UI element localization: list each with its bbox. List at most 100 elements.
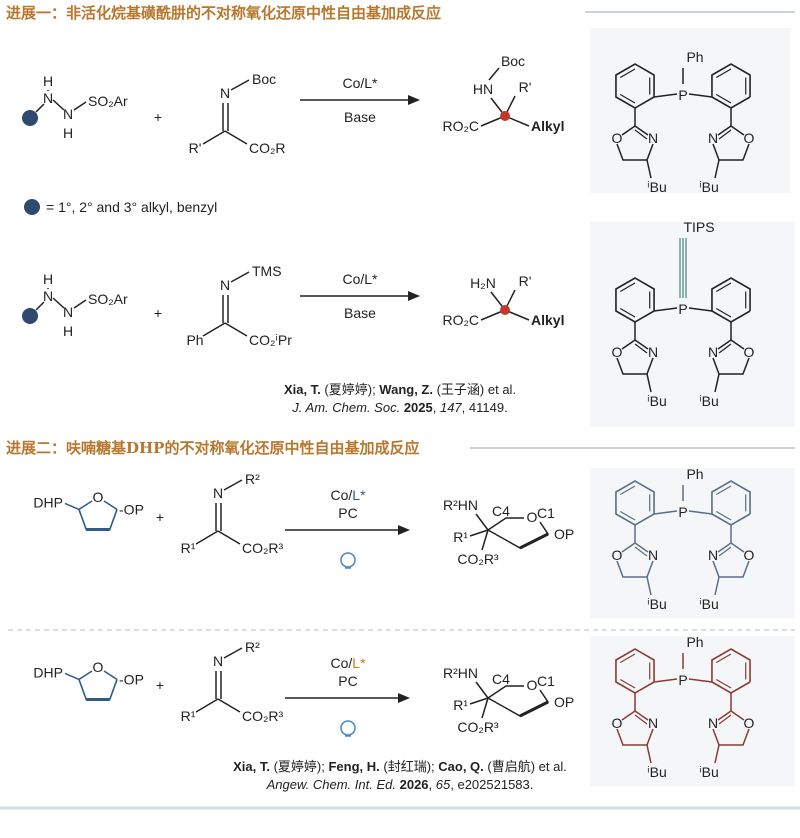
isobutyl-label: ⁱBu	[647, 393, 667, 409]
bond	[616, 728, 654, 746]
ibu-bond	[714, 159, 720, 179]
phosphorus-label: P	[678, 87, 687, 103]
bond	[621, 710, 636, 721]
imine-left-substituent: Ph	[186, 332, 203, 348]
product-alkyl-label: Alkyl	[531, 118, 564, 134]
author-chinese-name: (夏婷婷);	[321, 382, 380, 397]
hydrogen-label: H	[63, 125, 73, 141]
imine-left-substituent: R¹	[181, 540, 196, 556]
bond	[688, 307, 713, 312]
bond	[223, 479, 243, 491]
imine-n-substituent: Boc	[252, 71, 276, 87]
furanose-ring	[487, 689, 550, 717]
ibu-bond	[646, 576, 652, 596]
hydrogen-label: H	[43, 73, 53, 89]
bond	[73, 101, 87, 111]
imine-n-substituent: R²	[245, 639, 260, 655]
bond	[202, 322, 226, 337]
bond	[717, 125, 732, 136]
imine-n-substituent: TMS	[252, 263, 282, 279]
bond	[730, 339, 745, 350]
bond	[195, 530, 219, 545]
ligand-label: L*	[352, 655, 366, 671]
alkyl-legend: = 1°, 2° and 3° alkyl, benzyl	[46, 199, 217, 215]
bond	[202, 130, 226, 145]
bond	[718, 546, 732, 557]
arrow-head-icon	[398, 525, 410, 535]
bond	[78, 500, 93, 511]
bond	[621, 339, 636, 350]
bond	[712, 560, 750, 578]
bond	[52, 99, 65, 111]
hydrogen-label: H	[43, 271, 53, 287]
bond	[195, 698, 219, 713]
tips-label: TIPS	[683, 219, 714, 235]
aromatic-bond	[619, 485, 636, 496]
oxazoline-n-label: N	[708, 547, 718, 563]
product-ester-label: CO₂R³	[457, 719, 499, 735]
nitrogen-label: N	[43, 288, 53, 304]
imine-nitrogen-label: N	[213, 485, 223, 501]
isobutyl-label: ⁱBu	[647, 764, 667, 780]
aromatic-bond	[619, 93, 636, 104]
product-alkyl-label: Alkyl	[531, 312, 564, 328]
furanose-ring	[487, 685, 524, 699]
dhp-label: DHP	[33, 494, 63, 510]
phosphorus-label: P	[678, 504, 687, 520]
bond	[653, 510, 678, 515]
oxazoline-n-label: N	[648, 715, 658, 731]
c1-label: C1	[537, 505, 555, 521]
plus-sign: +	[156, 677, 164, 693]
product-r1-label: R¹	[453, 529, 468, 545]
ibu-bond	[646, 744, 652, 764]
ibu-bond	[646, 159, 652, 179]
ring-oxygen-label: O	[527, 677, 538, 693]
citation-authors: Xia, T. (夏婷婷); Wang, Z. (王子涵) et al.	[284, 382, 516, 397]
section-1-title: 进展一：非活化烷基磺酰肼的不对称氧化还原中性自由基加成反应	[6, 4, 441, 22]
oxazoline-n-label: N	[648, 130, 658, 146]
bond	[616, 143, 654, 161]
oxazoline-o-label: O	[612, 715, 623, 731]
photocatalyst-label: PC	[338, 673, 357, 689]
c4-label: C4	[492, 671, 510, 687]
aromatic-bond	[619, 510, 636, 521]
bond	[475, 513, 489, 531]
ring-oxygen-label: O	[93, 659, 104, 675]
sulfonyl-label: SO₂Ar	[88, 291, 128, 307]
bond	[653, 307, 678, 312]
citation-pages: , e202521583.	[450, 777, 533, 792]
bond	[688, 93, 713, 98]
bond	[712, 357, 750, 375]
imine-ester-label: CO₂R	[249, 140, 286, 156]
isobutyl-label: ⁱBu	[699, 596, 719, 612]
bond	[73, 299, 87, 309]
oxazoline-o-label: O	[612, 344, 623, 360]
bond	[718, 714, 732, 725]
oxazoline-o-label: O	[612, 547, 623, 563]
citation-volume: 65	[436, 777, 451, 792]
author-chinese-name: (封红瑞);	[380, 759, 439, 774]
product-ester-label: RO₂C	[442, 118, 479, 134]
furanose-ring	[487, 521, 550, 549]
imine-left-substituent: R'	[189, 140, 202, 156]
citation-volume: 147	[440, 400, 462, 415]
oxazoline-o-label: O	[744, 130, 755, 146]
arrow-catalyst-label: Co/L*	[330, 655, 366, 671]
citation-pages: , 41149.	[462, 400, 508, 415]
bond	[688, 510, 713, 515]
bond	[103, 500, 118, 511]
citation-year: 2025	[404, 400, 433, 415]
dhp-label: DHP	[33, 664, 63, 680]
product-boc-label: Boc	[501, 53, 525, 69]
imine-ester-label: CO₂ⁱPr	[249, 332, 292, 348]
cobalt-label: Co/	[330, 487, 352, 503]
light-bulb-icon	[340, 552, 356, 568]
bond	[712, 143, 750, 161]
op-label: -OP	[119, 671, 144, 687]
author-name: Xia, T.	[284, 382, 321, 397]
product-amine-label: R²HN	[443, 497, 478, 513]
isobutyl-label: ⁱBu	[699, 764, 719, 780]
oxazoline-o-label: O	[744, 547, 755, 563]
furanose-ring	[487, 517, 524, 531]
